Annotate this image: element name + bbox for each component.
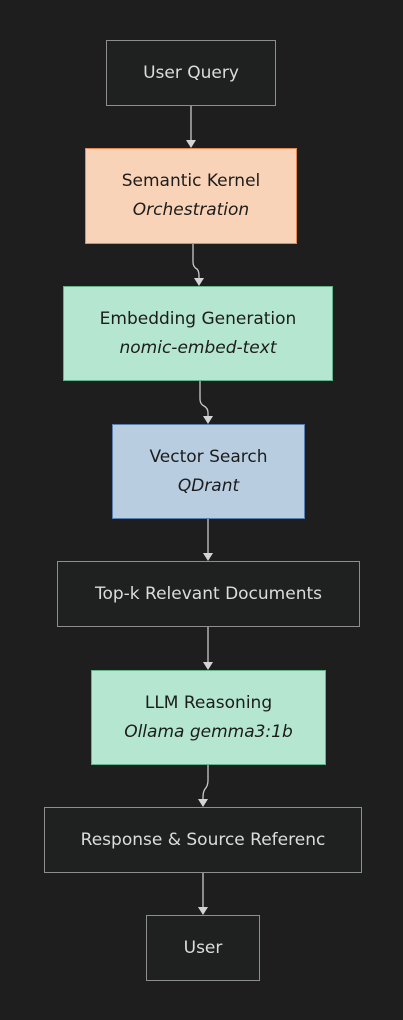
arrowhead-user	[198, 907, 208, 915]
node-user-label: User	[183, 937, 223, 958]
arrowhead-vector-search	[203, 416, 213, 424]
node-semantic-kernel-sublabel: Orchestration	[132, 200, 250, 220]
node-user: User	[146, 915, 260, 981]
node-embedding-generation: Embedding Generation nomic-embed-text	[63, 286, 333, 381]
edge-embedding-generation-to-vector-search	[199, 381, 209, 416]
arrowhead-response-source	[198, 799, 208, 807]
node-vector-search-label: Vector Search	[149, 446, 268, 467]
node-vector-search: Vector Search QDrant	[112, 424, 305, 519]
node-user-query-label: User Query	[143, 62, 239, 83]
arrowhead-top-k-documents	[203, 553, 213, 561]
edge-semantic-kernel-to-embedding-generation	[192, 244, 200, 278]
node-llm-reasoning-label: LLM Reasoning	[144, 692, 273, 713]
node-semantic-kernel: Semantic Kernel Orchestration	[85, 148, 297, 244]
arrowhead-embedding-generation	[194, 278, 204, 286]
node-embedding-generation-sublabel: nomic-embed-text	[119, 337, 277, 358]
node-embedding-generation-label: Embedding Generation	[99, 308, 297, 329]
arrowhead-llm-reasoning	[203, 662, 213, 670]
node-top-k-documents: Top-k Relevant Documents	[57, 561, 360, 627]
node-response-source-label: Response & Source Referenc	[80, 829, 326, 850]
node-llm-reasoning: LLM Reasoning Ollama gemma3:1b	[91, 670, 326, 765]
node-vector-search-sublabel: QDrant	[177, 475, 240, 496]
arrowhead-semantic-kernel	[186, 140, 196, 148]
node-response-source: Response & Source Referenc	[44, 807, 362, 873]
node-llm-reasoning-sublabel: Ollama gemma3:1b	[124, 721, 293, 742]
node-user-query: User Query	[106, 40, 276, 106]
node-semantic-kernel-label: Semantic Kernel	[121, 171, 261, 191]
edge-llm-reasoning-to-response-source	[202, 765, 209, 799]
node-top-k-documents-label: Top-k Relevant Documents	[94, 583, 322, 604]
